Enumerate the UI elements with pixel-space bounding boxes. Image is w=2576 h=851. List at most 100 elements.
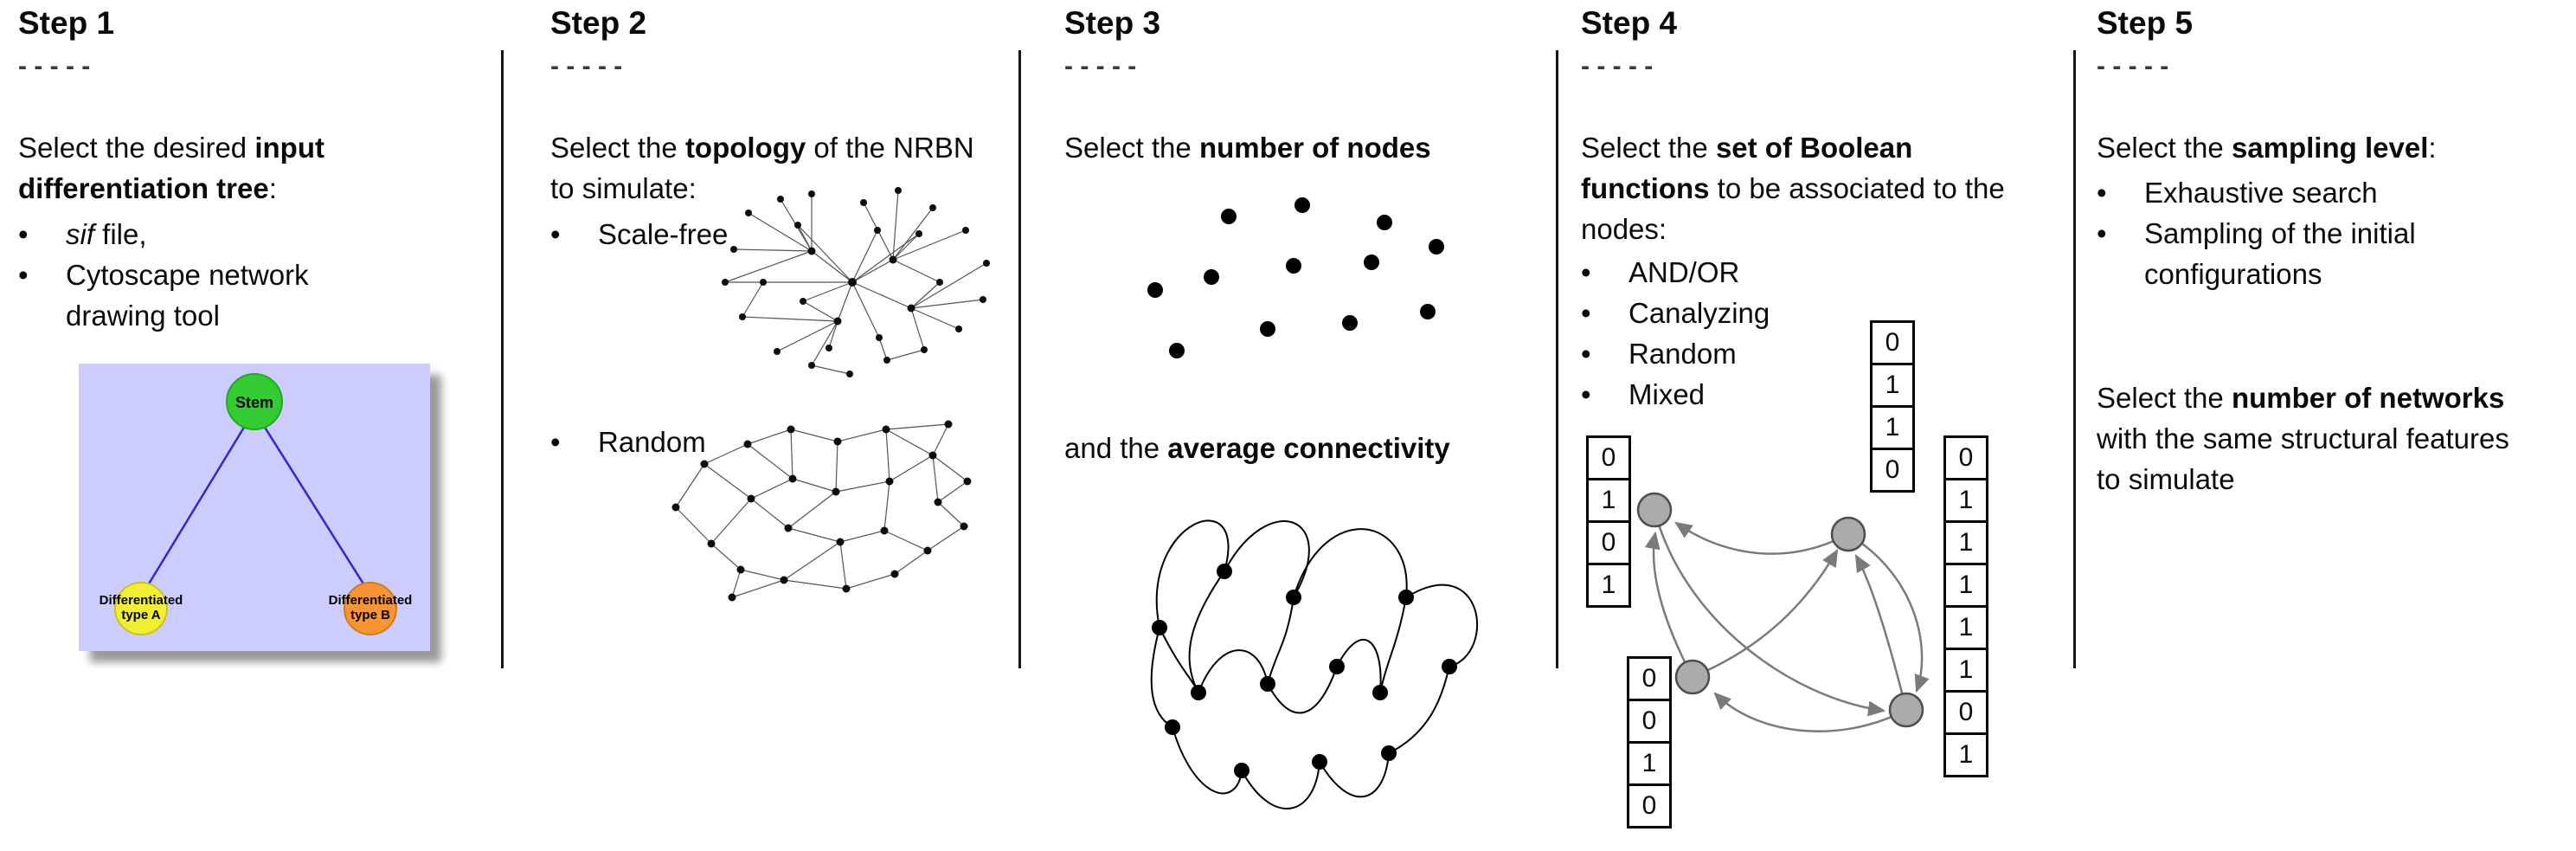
step-3-text2: and the average connectivity <box>1064 429 1549 469</box>
bullet-marker: • <box>1581 337 1591 370</box>
tree-edges <box>146 425 366 586</box>
intro-bold: input differentiation tree <box>18 132 324 204</box>
step-1-dashes: - - - - - <box>18 52 91 81</box>
intro-bold: average connectivity <box>1167 432 1450 464</box>
bullet-item: • Sampling of the initial configurations <box>2097 214 2547 295</box>
random-network-figure <box>671 420 972 602</box>
intro-text: of the NRBN to simulate: <box>550 132 974 204</box>
step-4-intro: Select the set of Boolean functions to b… <box>1581 128 2031 250</box>
column-divider <box>1018 50 1021 668</box>
bullet-text: file, <box>94 218 147 250</box>
step-3-title: Step 3 <box>1064 5 1161 41</box>
step-3-dashes: - - - - - <box>1064 52 1137 81</box>
boolean-cell: 1 <box>1870 363 1915 408</box>
boolean-cell: 0 <box>1586 435 1631 480</box>
boolean-cell: 0 <box>1627 783 1672 828</box>
scale-free-network-figure <box>722 187 990 377</box>
bullet-marker: • <box>18 258 29 291</box>
step-2-title: Step 2 <box>550 5 647 41</box>
step-3-intro: Select the number of nodes <box>1064 128 1549 169</box>
bullet-item: • Random <box>550 422 810 463</box>
connectivity-network-figure <box>1150 519 1478 809</box>
intro-bold: number of nodes <box>1198 132 1431 164</box>
curved-edges <box>1150 519 1478 809</box>
step-2-bullet-scale-free: • Scale-free <box>550 215 810 255</box>
boolean-cell: 0 <box>1943 435 1988 480</box>
boolean-cell: 1 <box>1943 563 1988 608</box>
intro-bold: number of networks <box>2231 382 2505 414</box>
bullet-marker: • <box>2097 216 2107 249</box>
intro-text: Select the <box>2097 132 2232 164</box>
intro-bold: sampling level <box>2231 132 2429 164</box>
bullet-marker: • <box>550 218 561 250</box>
boolean-cell: 1 <box>1943 520 1988 565</box>
intro-text: : <box>2428 132 2437 164</box>
bullet-item: • Scale-free <box>550 215 810 255</box>
bullet-item: • Canalyzing <box>1581 293 1858 334</box>
intro-text: to be associated to the nodes: <box>1581 171 2005 245</box>
step-4-column: Step 4 - - - - - Select the set of Boole… <box>1581 0 2057 851</box>
bullet-marker: • <box>1581 256 1591 288</box>
regulatory-arrows <box>1644 509 1930 732</box>
type-a-node <box>114 582 168 635</box>
bullet-label: Mixed <box>1628 377 1706 410</box>
step-5-text2: Select the number of networks with the s… <box>2097 378 2521 500</box>
column-divider <box>1556 50 1558 668</box>
boolean-network-figure <box>1636 492 1930 732</box>
step-5-intro: Select the sampling level: <box>2097 128 2547 169</box>
boolean-cell: 0 <box>1943 690 1988 735</box>
intro-text: : <box>268 171 277 204</box>
column-divider <box>2073 50 2076 668</box>
bullet-item: • Mixed <box>1581 375 1858 416</box>
step-2-bullet-random: • Random <box>550 422 810 463</box>
boolean-cell: 1 <box>1943 478 1988 523</box>
bullet-item: • Cytoscape network drawing tool <box>18 255 382 337</box>
step-1-intro: Select the desired input differentiation… <box>18 128 490 210</box>
step-1-title: Step 1 <box>18 5 115 41</box>
network-nodes <box>671 420 972 602</box>
intro-text: Select the <box>550 132 685 164</box>
boolean-cell: 0 <box>1870 448 1915 493</box>
step-5-column: Step 5 - - - - - Select the sampling lev… <box>2097 0 2564 851</box>
bullet-label: Cytoscape network drawing tool <box>66 258 309 332</box>
boolean-cell: 1 <box>1627 741 1672 786</box>
bullet-marker: • <box>18 218 29 250</box>
step-5-dashes: - - - - - <box>2097 52 2169 81</box>
bullet-item: • Exhaustive search <box>2097 173 2547 214</box>
boolean-cell: 1 <box>1943 732 1988 777</box>
intro-text: Select the desired <box>18 132 255 164</box>
step-2-column: Step 2 - - - - - Select the topology of … <box>550 0 1022 851</box>
boolean-cell: 0 <box>1627 699 1672 744</box>
step-1-bullets: • sif file, • Cytoscape network drawing … <box>18 215 382 337</box>
intro-text: and the <box>1064 432 1168 464</box>
network-edges <box>724 190 987 375</box>
intro-text: with the same structural features to sim… <box>2097 422 2509 495</box>
column-divider <box>501 50 504 668</box>
boolean-cell: 0 <box>1870 320 1915 365</box>
step-4-title: Step 4 <box>1581 5 1678 41</box>
boolean-cell: 1 <box>1586 563 1631 608</box>
bullet-label: Canalyzing <box>1628 296 1770 329</box>
step-2-intro: Select the topology of the NRBN to simul… <box>550 128 983 210</box>
step-3-column: Step 3 - - - - - Select the number of no… <box>1064 0 1549 851</box>
boolean-cell: 1 <box>1943 648 1988 693</box>
bullet-label: Random <box>598 426 706 458</box>
step-2-dashes: - - - - - <box>550 52 623 81</box>
step-4-bullets: • AND/OR • Canalyzing • Random • Mixed <box>1581 253 1858 415</box>
step-5-bullets: • Exhaustive search • Sampling of the in… <box>2097 173 2547 295</box>
bullet-label: Random <box>1628 337 1737 370</box>
bullet-italic: sif <box>66 218 94 250</box>
bullet-item: • Random <box>1581 334 1858 375</box>
stem-node <box>226 373 283 430</box>
gene-nodes <box>1636 492 1924 728</box>
boolean-cell: 1 <box>1870 405 1915 450</box>
bullet-marker: • <box>1581 296 1591 329</box>
boolean-cell: 0 <box>1586 520 1631 565</box>
intro-text: Select the <box>1581 132 1716 164</box>
